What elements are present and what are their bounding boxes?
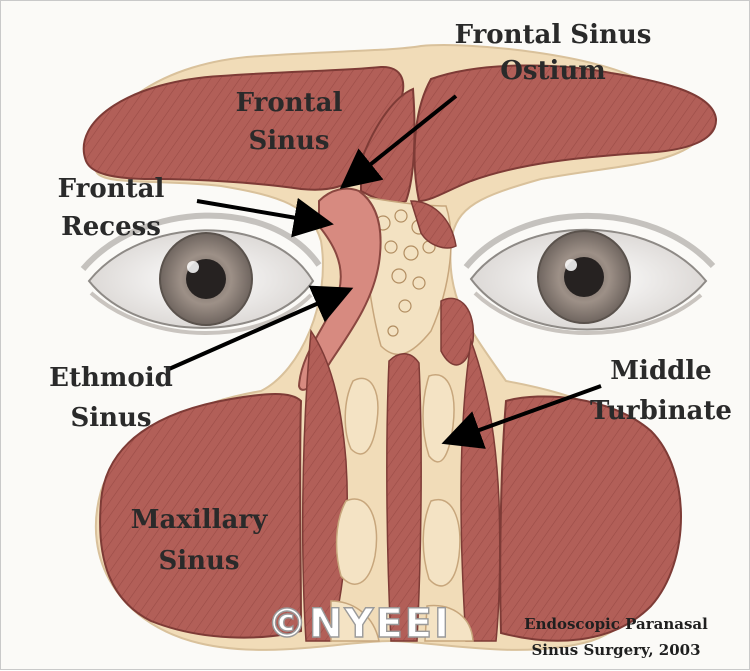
credit-line1: Endoscopic Paranasal — [524, 615, 708, 633]
label-middle-turbinate-line2: Turbinate — [590, 396, 732, 426]
label-maxillary-sinus-line2: Sinus — [158, 546, 239, 576]
frontal-sinus-left — [84, 67, 404, 190]
label-frontal-sinus-line1: Frontal — [236, 88, 343, 118]
label-middle-turbinate-line1: Middle — [610, 356, 711, 386]
label-frontal-sinus-line2: Sinus — [248, 126, 329, 156]
label-ethmoid-sinus-line2: Sinus — [70, 403, 151, 433]
right-eye — [466, 216, 713, 333]
credit-line2: Sinus Surgery, 2003 — [531, 641, 700, 659]
maxillary-sinus-right — [500, 396, 681, 640]
label-frontal-sinus-ostium-line2: Ostium — [500, 56, 606, 86]
label-ethmoid-sinus-line1: Ethmoid — [49, 363, 173, 393]
watermark: ©NYEEI — [267, 601, 451, 647]
nasal-septum — [387, 354, 421, 641]
label-frontal-recess-line2: Recess — [61, 212, 161, 242]
label-frontal-sinus-ostium-line1: Frontal Sinus — [455, 20, 652, 50]
label-maxillary-sinus-line1: Maxillary — [131, 505, 268, 535]
label-frontal-recess-line1: Frontal — [58, 174, 165, 204]
